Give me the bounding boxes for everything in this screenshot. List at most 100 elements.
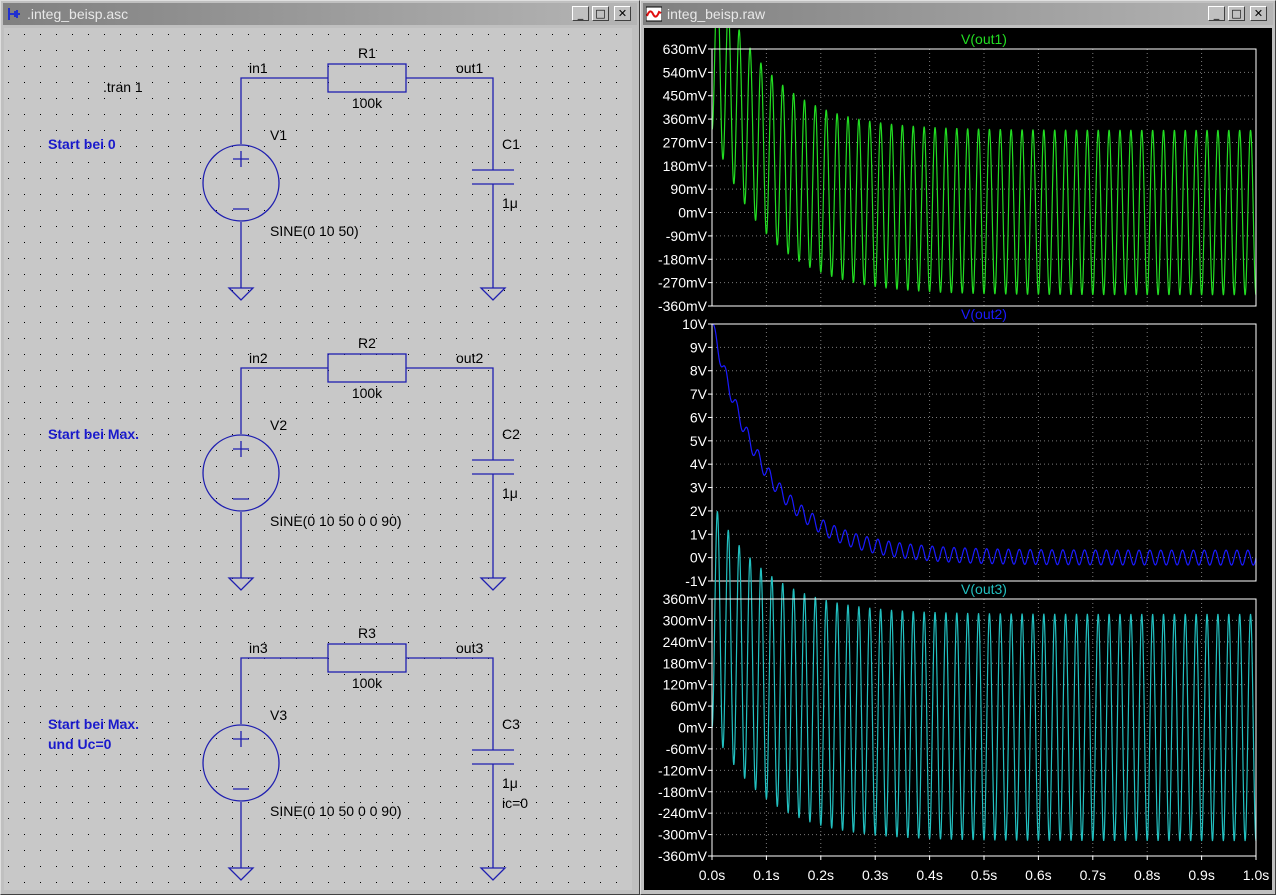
tran-directive[interactable]: .tran 1: [103, 79, 143, 95]
ground-icon-cap: [479, 287, 507, 301]
y-tick-label: 540mV: [663, 64, 708, 80]
net-label-in: in2: [249, 350, 268, 366]
voltage-source-V1[interactable]: [202, 144, 280, 222]
grid-dots: [4, 28, 632, 890]
y-tick-label: -240mV: [658, 805, 708, 821]
resistor-ref: R1: [358, 45, 376, 61]
close-button[interactable]: ✕: [1250, 6, 1267, 21]
resistor-R1[interactable]: [327, 63, 407, 93]
y-tick-label: 360mV: [663, 591, 708, 607]
capacitor-value: 1μ: [502, 775, 518, 791]
source-value: SINE(0 10 50): [270, 223, 359, 239]
y-tick-label: -1V: [685, 573, 707, 589]
y-tick-label: -90mV: [666, 228, 708, 244]
trace-title[interactable]: V(out2): [961, 306, 1007, 322]
maximize-button[interactable]: □: [1228, 6, 1245, 21]
source-polarity-icon: [233, 151, 249, 210]
x-tick-label: 0.7s: [1080, 867, 1106, 883]
trace-line[interactable]: [711, 28, 1257, 296]
source-ref: V2: [270, 417, 287, 433]
plot-pane-3[interactable]: V(out3)360mV300mV240mV180mV120mV60mV0mV-…: [658, 511, 1257, 864]
y-tick-label: 60mV: [670, 698, 707, 714]
capacitor-ref: C2: [502, 426, 520, 442]
y-tick-label: 630mV: [663, 41, 708, 57]
resistor-value: 100k: [352, 385, 383, 401]
ground-icon-cap: [479, 577, 507, 591]
y-tick-label: -180mV: [658, 784, 708, 800]
source-value: SINE(0 10 50 0 0 90): [270, 513, 402, 529]
y-tick-label: 90mV: [670, 181, 707, 197]
plot-frame: [711, 323, 1257, 582]
capacitor-value: 1μ: [502, 485, 518, 501]
net-label-out: out3: [456, 640, 483, 656]
resistor-R2[interactable]: [327, 353, 407, 383]
minimize-button[interactable]: _: [572, 6, 589, 21]
schematic-title: .integ_beisp.asc: [27, 6, 129, 22]
capacitor-initial-condition: ic=0: [502, 795, 528, 811]
waveform-svg[interactable]: V(out1)630mV540mV450mV360mV270mV180mV90m…: [644, 28, 1272, 890]
y-tick-label: 10V: [682, 316, 708, 332]
close-button[interactable]: ✕: [614, 6, 631, 21]
resistor-ref: R2: [358, 335, 376, 351]
schematic-titlebar[interactable]: .integ_beisp.asc _ □ ✕: [3, 3, 637, 25]
wire-out: [406, 367, 494, 460]
voltage-source-V3[interactable]: [202, 724, 280, 802]
y-tick-label: 180mV: [663, 655, 708, 671]
y-tick-label: 300mV: [663, 612, 708, 628]
waveform-titlebar[interactable]: integ_beisp.raw _ □ ✕: [643, 3, 1273, 25]
minimize-button[interactable]: _: [1208, 6, 1225, 21]
trace-title[interactable]: V(out3): [961, 581, 1007, 597]
x-tick-label: 0.9s: [1188, 867, 1214, 883]
y-tick-label: 0mV: [678, 205, 707, 221]
y-tick-label: 240mV: [663, 634, 708, 650]
y-tick-label: 1V: [690, 526, 708, 542]
capacitor-C2[interactable]: [472, 459, 514, 475]
x-tick-label: 0.5s: [971, 867, 997, 883]
wire-out: [406, 657, 494, 750]
waveform-window[interactable]: integ_beisp.raw _ □ ✕ V(out1) 630mV 540mV 4…: [640, 0, 1276, 895]
y-tick-label: 3V: [690, 480, 708, 496]
source-ref: V1: [270, 127, 287, 143]
source-polarity-icon: [233, 441, 249, 500]
y-tick-label: -180mV: [658, 251, 708, 267]
maximize-button[interactable]: □: [592, 6, 609, 21]
y-tick-label: -270mV: [658, 275, 708, 291]
plot-pane-1[interactable]: V(out1)630mV540mV450mV360mV270mV180mV90m…: [658, 28, 1257, 314]
resistor-R3[interactable]: [327, 643, 407, 673]
schematic-icon: [8, 8, 20, 20]
capacitor-C3[interactable]: [472, 749, 514, 765]
y-tick-label: 8V: [690, 363, 708, 379]
ground-icon-source: [227, 287, 255, 301]
schematic-window[interactable]: .integ_beisp.asc _ □ ✕ .tran 1 Start bei …: [0, 0, 640, 895]
comment-text: Start bei Max.: [48, 716, 139, 732]
trace-line[interactable]: [711, 511, 1257, 842]
wire-in: [240, 77, 328, 144]
wire-in: [240, 367, 328, 434]
source-polarity-icon: [233, 731, 249, 790]
trace-title[interactable]: V(out1): [961, 31, 1007, 47]
capacitor-C1[interactable]: [472, 169, 514, 185]
resistor-ref: R3: [358, 625, 376, 641]
y-tick-label: 9V: [690, 339, 708, 355]
y-tick-label: 450mV: [663, 88, 708, 104]
waveform-title: integ_beisp.raw: [667, 6, 766, 22]
y-tick-label: 7V: [690, 386, 708, 402]
y-tick-label: -360mV: [658, 298, 708, 314]
y-tick-label: 2V: [690, 503, 708, 519]
resistor-value: 100k: [352, 95, 383, 111]
resistor-value: 100k: [352, 675, 383, 691]
source-value: SINE(0 10 50 0 0 90): [270, 803, 402, 819]
y-tick-label: 6V: [690, 409, 708, 425]
trace-line[interactable]: [711, 323, 1257, 566]
voltage-source-V2[interactable]: [202, 434, 280, 512]
x-tick-label: 0.1s: [753, 867, 779, 883]
ground-icon-source: [227, 867, 255, 881]
y-tick-label: -60mV: [666, 741, 708, 757]
waveform-icon: [646, 6, 662, 22]
comment-text: Start bei 0: [48, 136, 116, 152]
ground-icon-cap: [479, 867, 507, 881]
